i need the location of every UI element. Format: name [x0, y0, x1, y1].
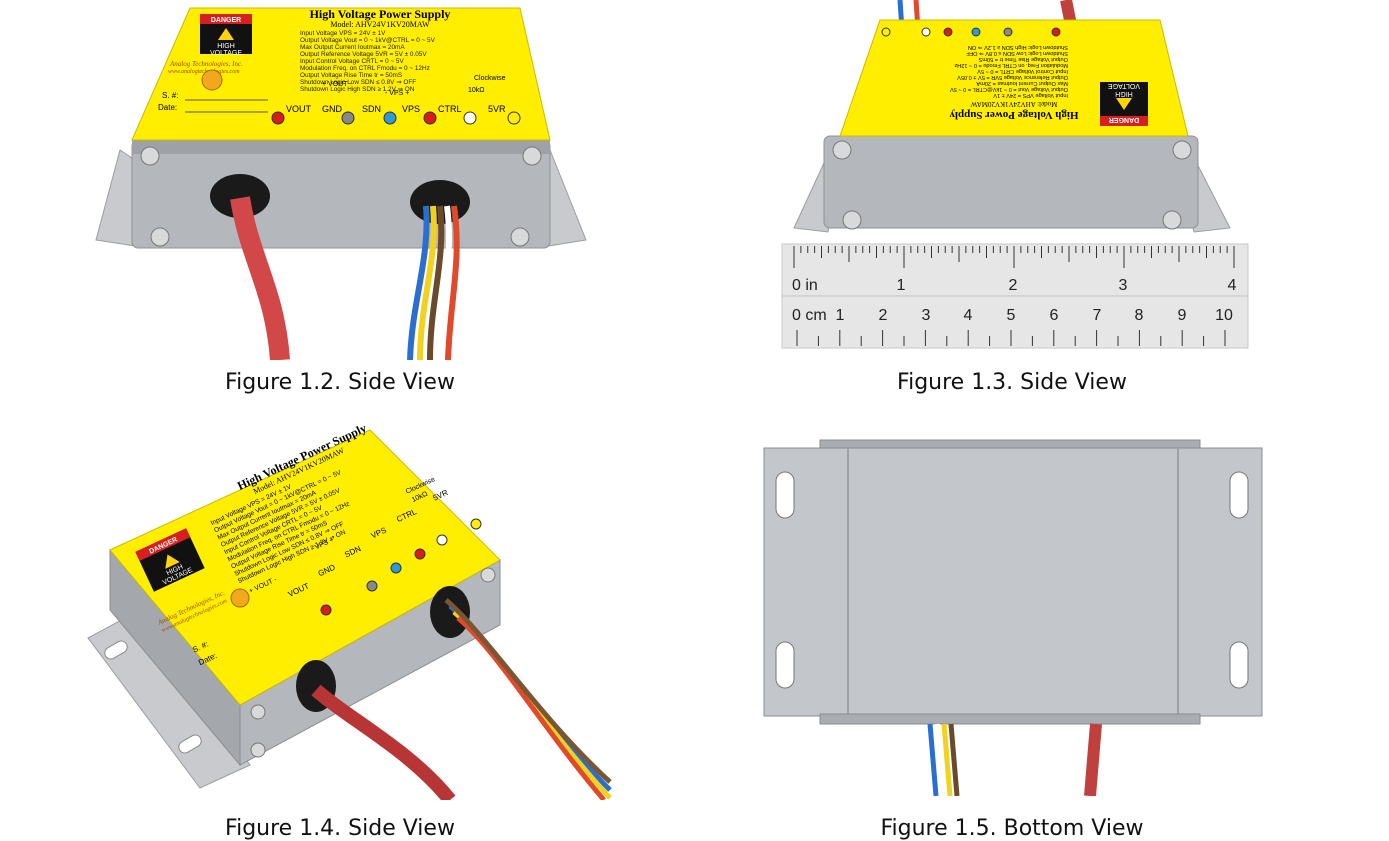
clockwise-label: Clockwise — [474, 75, 506, 82]
spec-line: Output Reference Voltage 5VR = 5V ± 0.05… — [957, 74, 1068, 80]
danger-text: DANGER — [211, 17, 241, 24]
ruler-cm-mark: 3 — [922, 307, 931, 324]
vout-bus-label: + VOUT - — [322, 81, 352, 88]
spec-line: Output Voltage Rise Time tr = 50mS — [300, 72, 402, 79]
spec-line: Output Voltage Rise Time tr = 50mS — [978, 56, 1068, 62]
pin-vout-terminal — [271, 111, 285, 125]
label-model: Model: AHV24V1KV20MAW — [970, 100, 1057, 108]
spec-line: Modulation Freq. on CTRL Fmodu = 0 ~ 12H… — [954, 62, 1068, 68]
pin-label-sdn: SDN — [362, 104, 381, 114]
voltage-text: VOLTAGE — [210, 50, 242, 57]
pin-vout-terminal — [320, 604, 332, 616]
spec-line: Max Output Current Ioutmax = 20mA — [976, 80, 1068, 86]
spec-line: Input Voltage VPS = 24V ± 1V — [300, 30, 386, 37]
pin-sdn-terminal — [383, 111, 397, 125]
ruler-inch-label: 0 in — [792, 277, 818, 294]
spec-line: Shutdown Logic Low SDN ≤ 0.8V ⇒ OFF — [300, 79, 416, 86]
figure-1-5-image — [760, 436, 1270, 796]
ruler-inch-mark: 1 — [897, 277, 906, 294]
spec-line: Output Voltage Vout = 0 ~ 1kV@CTRL = 0 ~… — [300, 37, 436, 44]
spec-line: Shutdown Logic Low SDN ≤ 0.8V ⇒ OFF — [966, 50, 1068, 56]
company-logo-icon — [230, 588, 250, 608]
pin-label-5vr: 5VR — [488, 104, 506, 114]
pin-ctrl-terminal — [463, 111, 477, 125]
company-website: www.analogtechnologies.com — [168, 69, 240, 75]
pin-ctrl-terminal — [436, 534, 448, 546]
figure-caption: Figure 1.5. Bottom View — [880, 816, 1144, 841]
label-model: Model: AHV24V1KV20MAW — [330, 20, 430, 29]
ruler-cm-mark: 5 — [1007, 307, 1016, 324]
ruler-cm-label: 0 cm — [792, 307, 827, 324]
ruler-inch-mark: 2 — [1009, 277, 1018, 294]
high-text: HIGH — [217, 43, 235, 50]
ruler-cm-mark: 1 — [836, 307, 845, 324]
pin-gnd-terminal — [366, 580, 378, 592]
label-title: High Voltage Power Supply — [949, 109, 1079, 121]
pin-label-ctrl: CTRL — [438, 104, 462, 114]
ruler-inch-mark: 4 — [1228, 277, 1237, 294]
ruler-cm-mark: 9 — [1178, 307, 1187, 324]
resistor-label: 10kΩ — [468, 87, 485, 94]
figure-caption: Figure 1.2. Side View — [225, 370, 455, 395]
figure-1-3-image: High Voltage Power Supply Model: AHV24V1… — [780, 0, 1250, 352]
high-text: HIGH — [1115, 90, 1133, 97]
pin-5vr-terminal — [470, 518, 482, 530]
company-logo-icon — [201, 69, 223, 91]
pin-label-vps: VPS — [402, 104, 420, 114]
spec-line: Input Control Voltage CRTL = 0 ~ 5V — [300, 58, 404, 65]
pin-ctrl-terminal — [921, 27, 931, 37]
voltage-text: VOLTAGE — [1108, 82, 1140, 89]
date-label: Date: — [158, 103, 177, 112]
spec-line: Input Control Voltage CRTL = 0 ~ 5V — [977, 68, 1068, 74]
pin-sdn-terminal — [971, 27, 981, 37]
figure-caption: Figure 1.4. Side View — [225, 816, 455, 841]
pin-vps-terminal — [943, 27, 953, 37]
figure-caption: Figure 1.3. Side View — [897, 370, 1127, 395]
pin-vout-terminal — [1051, 27, 1061, 37]
ruler-cm-mark: 10 — [1215, 307, 1233, 324]
pin-vps-terminal — [423, 111, 437, 125]
vps-bus-label: - VPS + — [385, 90, 409, 97]
ruler-cm-mark: 7 — [1093, 307, 1102, 324]
spec-line: Shutdown Logic High SDN ≥ 1.2V ⇒ ON — [300, 86, 415, 93]
ruler-cm-mark: 2 — [879, 307, 888, 324]
spec-line: Output Voltage Vout = 0 ~ 1kV@CTRL = 0 ~… — [950, 86, 1068, 92]
pin-sdn-terminal — [390, 562, 402, 574]
label-title: High Voltage Power Supply — [310, 7, 451, 21]
ruler-inch-mark: 3 — [1119, 277, 1128, 294]
ruler-cm-mark: 4 — [964, 307, 973, 324]
pin-gnd-terminal — [341, 111, 355, 125]
spec-line: Input Voltage VPS = 24V ± 1V — [993, 92, 1068, 98]
figure-1-2-image: DANGER HIGH VOLTAGE High Voltage Power S… — [90, 0, 600, 360]
serial-label: S. #: — [162, 91, 178, 100]
spec-line: Output Reference Voltage 5VR = 5V ± 0.05… — [300, 51, 427, 58]
pin-gnd-terminal — [1003, 27, 1013, 37]
spec-line: Modulation Freq. on CTRL Fmodu = 0 ~ 12H… — [300, 65, 430, 72]
pin-label-gnd: GND — [322, 104, 343, 114]
spec-line: Shutdown Logic High SDN ≥ 1.2V ⇒ ON — [968, 44, 1068, 50]
danger-text: DANGER — [1109, 116, 1139, 123]
ruler-cm-mark: 6 — [1050, 307, 1059, 324]
ruler-cm-mark: 8 — [1135, 307, 1144, 324]
spec-line: Max Output Current Ioutmax = 20mA — [300, 44, 405, 51]
pin-vps-terminal — [414, 548, 426, 560]
figure-1-4-image: High Voltage Power Supply Model: AHV24V1… — [80, 420, 620, 800]
pin-5vr-terminal — [507, 111, 521, 125]
company-name: Analog Technologies, Inc. — [169, 60, 243, 68]
pin-label-vout: VOUT — [286, 104, 312, 114]
pin-5vr-terminal — [881, 27, 891, 37]
